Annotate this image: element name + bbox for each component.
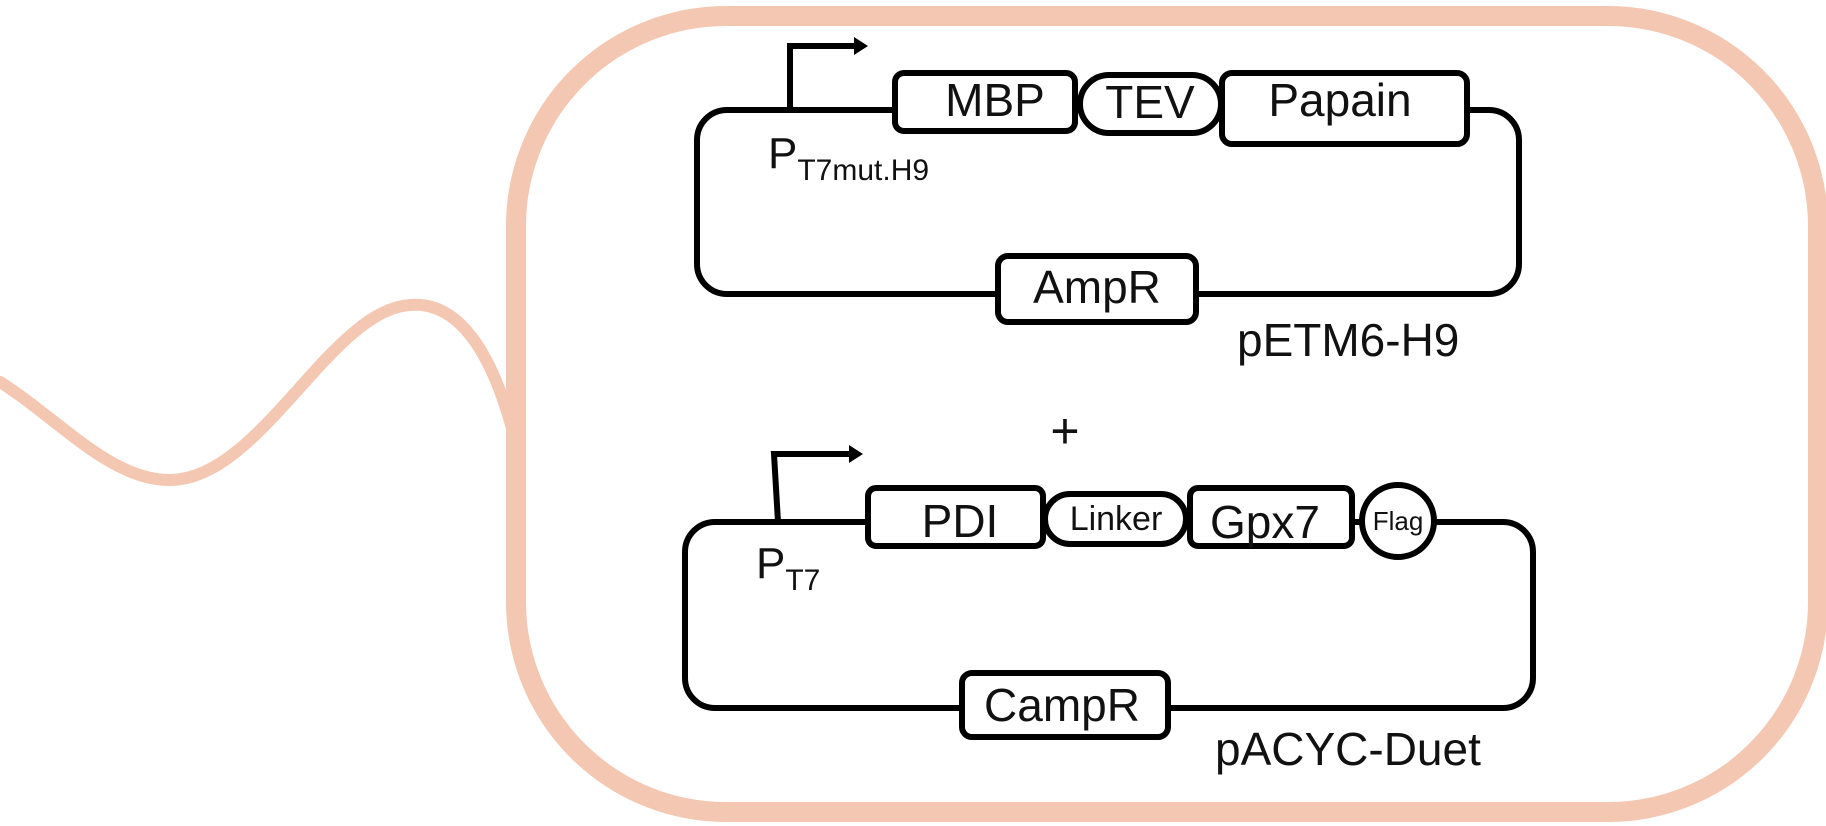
plasmid1-promoter-arrow	[787, 43, 858, 110]
plasmid1-gene-label-tev: TEV	[1105, 76, 1195, 128]
plasmid2-name: pACYC-Duet	[1215, 723, 1481, 775]
plasmid-pETM6-H9: PT7mut.H9 MBP TEV Papain AmpR pETM6-H9	[694, 37, 1522, 366]
plasmid-pACYC-Duet: PT7 PDI Linker Gpx7 Flag CampR pACYC-Due…	[682, 445, 1536, 775]
plasmid1-promoter-arrowhead	[854, 37, 868, 55]
plasmid1-resistance-label: AmpR	[1033, 261, 1161, 313]
plasmid1-name: pETM6-H9	[1237, 314, 1459, 366]
plasmid1-resistance-box	[995, 253, 1199, 325]
plasmid2-gene-label-pdi: PDI	[922, 495, 999, 547]
plasmid2-resistance-label: CampR	[984, 679, 1140, 731]
plasmid2-gene-label-linker: Linker	[1070, 500, 1163, 538]
plasmid2-gene-label-gpx7: Gpx7	[1210, 496, 1320, 548]
plasmid1-gene-label-papain: Papain	[1268, 74, 1411, 126]
plasmid2-gene-box-linker	[1042, 491, 1189, 547]
plasmid2-resistance-box	[959, 670, 1171, 740]
plasmid2-promoter-subscript: T7	[785, 564, 820, 597]
plasmid1-gene-box-papain	[1219, 70, 1470, 147]
cell-outline	[506, 6, 1826, 822]
plasmid1-gene-box-mbp	[892, 70, 1078, 134]
plasmid1-gene-label-mbp: MBP	[945, 74, 1045, 126]
plasmid2-promoter-arrow	[770, 451, 852, 523]
plasmid2-promoter-label: PT7	[756, 539, 820, 597]
plasmid1-promoter-subscript: T7mut.H9	[797, 154, 929, 187]
plasmid1-promoter-label: PT7mut.H9	[768, 129, 929, 187]
plasmid2-gene-box-gpx7	[1187, 485, 1355, 549]
plasmid2-gene-box-flag	[1359, 482, 1437, 560]
plasmid1-promoter-main: P	[768, 129, 797, 178]
flagellum	[0, 298, 521, 487]
plus-sign: +	[1050, 403, 1079, 459]
plasmid2-promoter-arrowhead	[849, 445, 863, 463]
plasmid2-promoter-main: P	[756, 539, 785, 588]
plasmid2-gene-label-flag: Flag	[1373, 506, 1424, 536]
